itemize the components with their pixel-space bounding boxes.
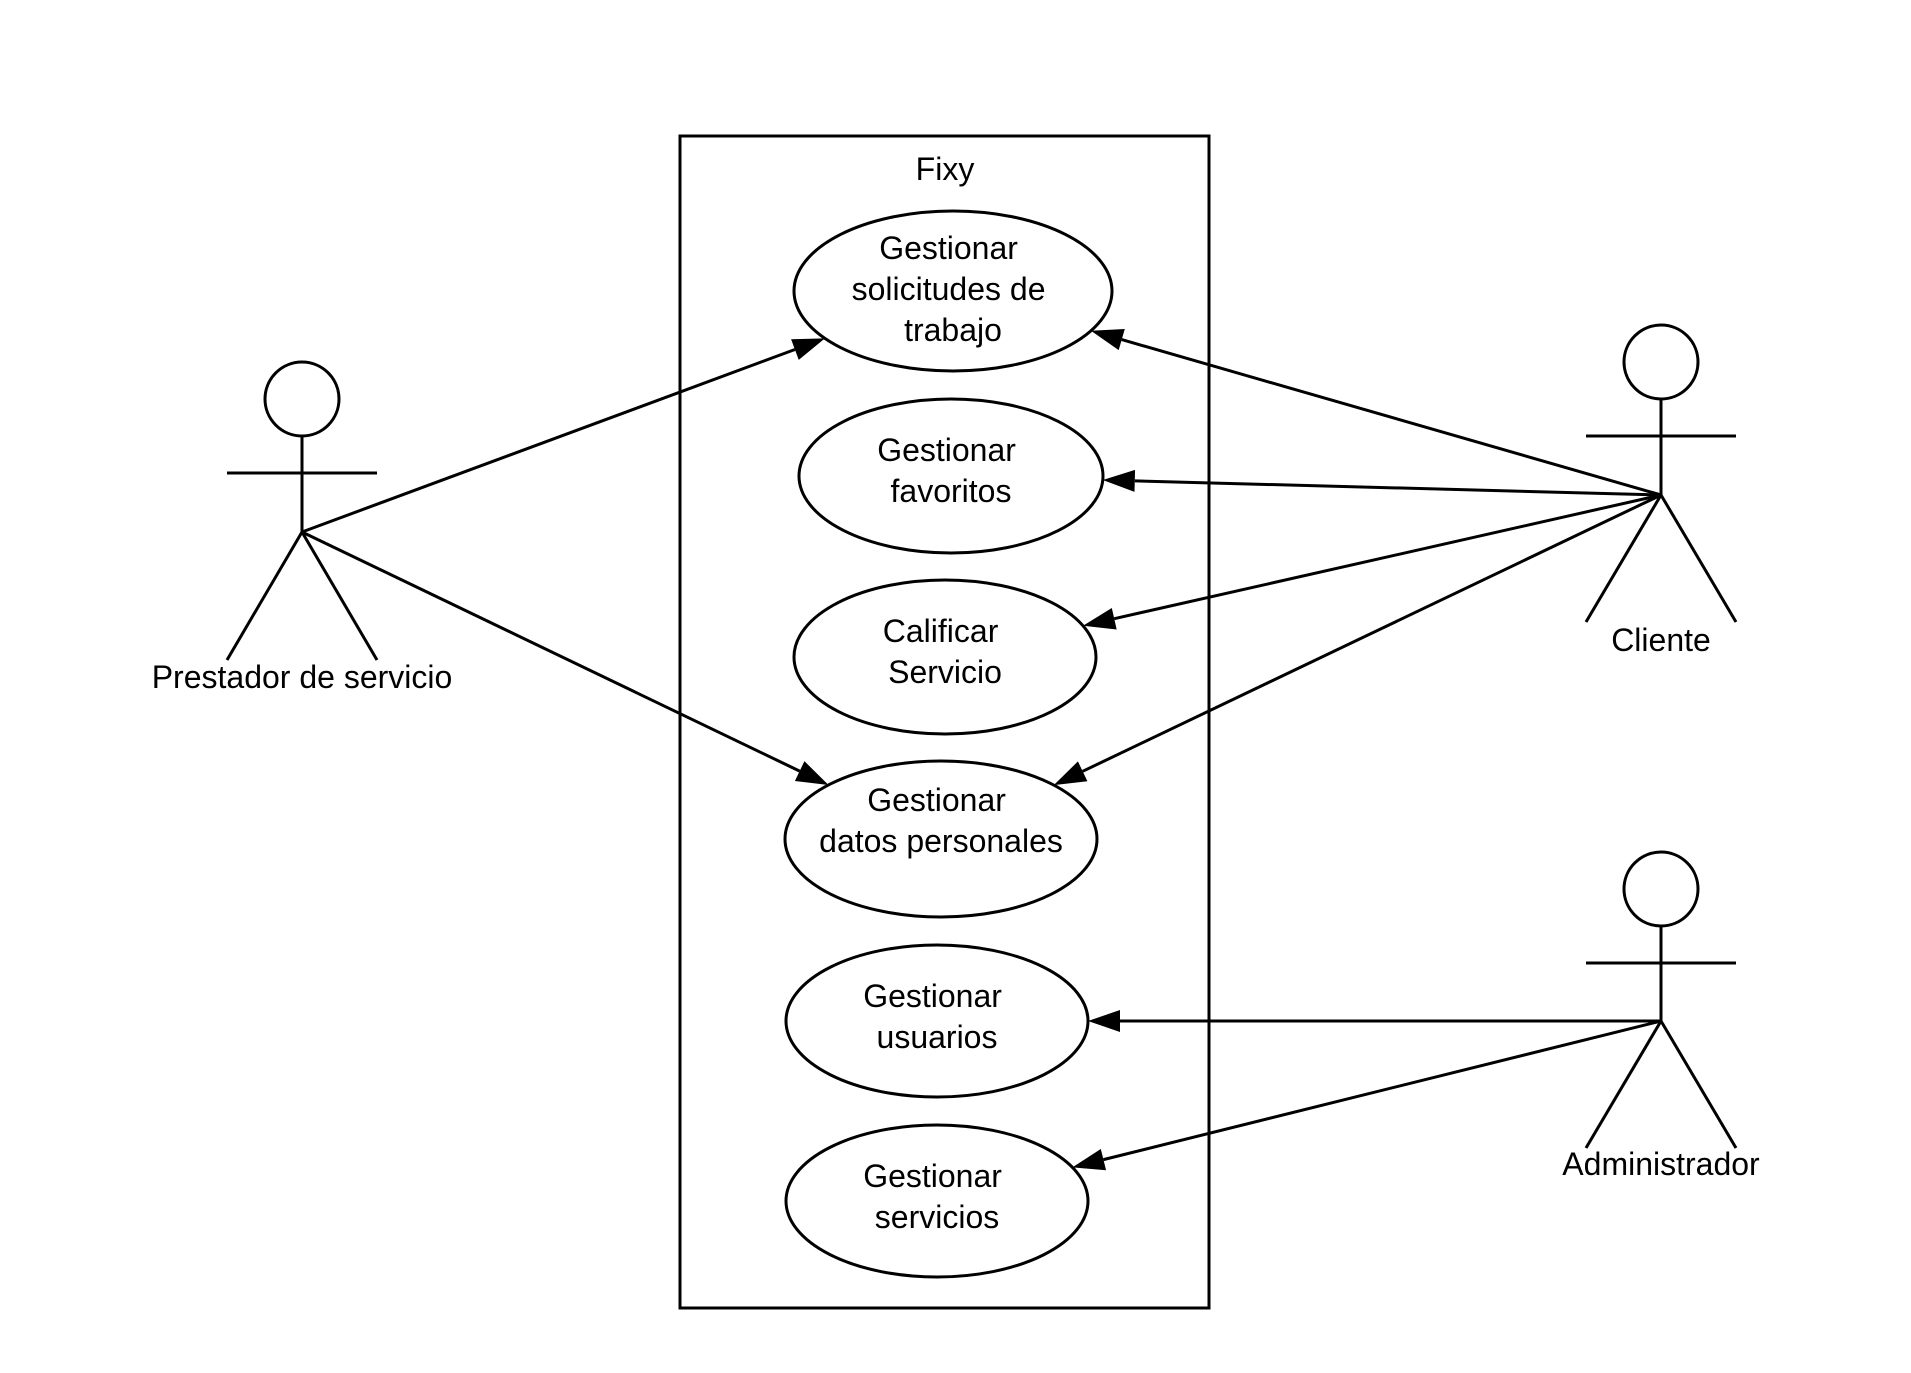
actor-cliente-label: Cliente [1611,622,1711,658]
use-case-solicitudes-line-2: solicitudes de [852,271,1046,307]
system-boundary: Fixy [678,134,1211,1310]
use-case-servicios[interactable]: Gestionar servicios [784,1123,1090,1279]
actor-prestador-figure-icon [225,360,379,661]
use-case-usuarios-ellipse [784,943,1090,1099]
use-case-servicios-line-2: servicios [875,1199,999,1235]
use-case-solicitudes-line-1: Gestionar [879,230,1018,266]
association-cliente-solicitudes [1121,338,1662,497]
actor-cliente-figure-icon [1584,323,1738,623]
use-case-datos-line-2: datos personales [819,823,1063,859]
use-case-datos-ellipse [783,759,1099,919]
use-case-favoritos-line-2: favoritos [891,473,1012,509]
arrowhead-prestador-datos [794,761,829,785]
system-boundary-box [678,134,1211,1310]
association-prestador-datos [301,530,801,773]
arrowhead-cliente-calificar [1083,607,1117,630]
use-case-favoritos-label: Gestionar favoritos [877,432,1025,509]
use-case-solicitudes[interactable]: Gestionar solicitudes de trabajo [792,209,1114,373]
use-case-usuarios-line-1: Gestionar [863,978,1002,1014]
arrowhead-administrador-servicios [1072,1148,1107,1171]
use-case-calificar[interactable]: Calificar Servicio [792,578,1098,736]
actor-administrador[interactable]: Administrador [1562,850,1760,1182]
use-case-calificar-label: Calificar Servicio [883,613,1007,690]
use-case-favoritos-line-1: Gestionar [877,432,1016,468]
use-case-servicios-ellipse [784,1123,1090,1279]
actor-cliente[interactable]: Cliente [1584,323,1738,658]
association-administrador-servicios [1103,1019,1662,1162]
arrowhead-prestador-solicitudes [791,338,825,360]
use-case-datos-label: Gestionar datos personales [819,782,1063,859]
arrowhead-cliente-datos [1053,761,1088,786]
use-case-usuarios-line-2: usuarios [877,1019,998,1055]
association-cliente-datos [1082,493,1662,773]
association-prestador-solicitudes [301,348,796,534]
actor-administrador-label: Administrador [1562,1146,1760,1182]
use-case-datos-line-1: Gestionar [867,782,1006,818]
association-cliente-calificar [1113,493,1662,621]
actor-prestador[interactable]: Prestador de servicio [152,360,453,695]
use-case-solicitudes-label: Gestionar solicitudes de trabajo [852,230,1055,348]
associations [301,329,1662,1171]
arrowhead-cliente-solicitudes [1090,329,1125,351]
use-case-usuarios[interactable]: Gestionar usuarios [784,943,1090,1099]
arrowhead-cliente-favoritos [1102,469,1136,492]
use-case-favoritos-ellipse [797,397,1105,555]
use-case-solicitudes-ellipse [792,209,1114,373]
use-case-calificar-line-1: Calificar [883,613,999,649]
system-title: Fixy [916,151,975,187]
use-case-favoritos[interactable]: Gestionar favoritos [797,397,1105,555]
association-cliente-favoritos [1134,479,1662,497]
use-case-solicitudes-line-3: trabajo [904,312,1002,348]
use-case-calificar-line-2: Servicio [888,654,1002,690]
use-case-servicios-line-1: Gestionar [863,1158,1002,1194]
use-case-datos[interactable]: Gestionar datos personales [783,759,1099,919]
use-case-calificar-ellipse [792,578,1098,736]
actor-prestador-label: Prestador de servicio [152,659,453,695]
use-case-servicios-label: Gestionar servicios [863,1158,1011,1235]
use-case-usuarios-label: Gestionar usuarios [863,978,1011,1055]
arrowhead-administrador-usuarios [1088,1010,1120,1032]
actor-administrador-figure-icon [1584,850,1738,1149]
